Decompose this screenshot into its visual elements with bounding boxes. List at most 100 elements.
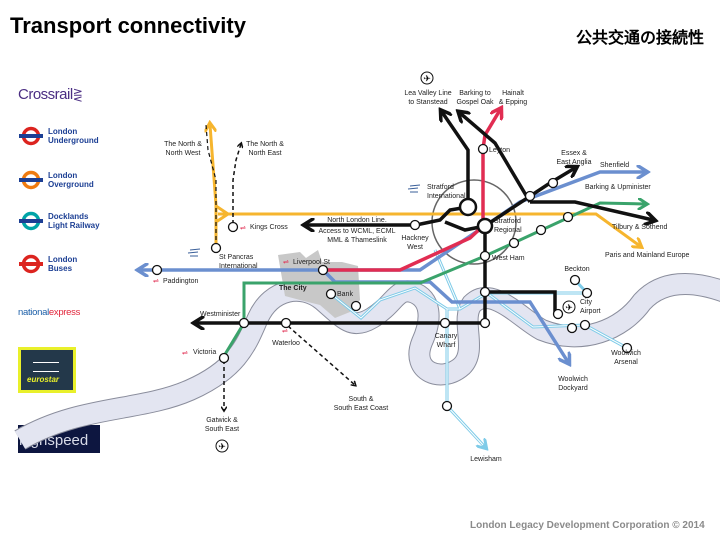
- node[interactable]: [562, 211, 574, 223]
- legend-buses-line2: Buses: [48, 264, 73, 273]
- node[interactable]: [535, 224, 547, 236]
- label-city-airport: Airport: [580, 308, 601, 315]
- label-bank: Bank: [337, 291, 353, 298]
- label-lewisham: Lewisham: [470, 456, 502, 463]
- label-hainalt: & Epping: [499, 99, 528, 106]
- label-the-city: The City: [279, 285, 307, 292]
- label-north-london-line: MML & Thameslink: [327, 237, 387, 244]
- national-text: national: [18, 307, 49, 318]
- label-north-london-line: North London Line.: [327, 217, 387, 224]
- label-tilbury: Tilbury & Sothend: [612, 224, 667, 231]
- liverpool-st-node[interactable]: [317, 264, 329, 276]
- label-barking: Barking & Upminister: [585, 184, 651, 191]
- slide-title-japanese: 公共交通の接続性: [575, 28, 704, 47]
- label-city-airport: City: [580, 299, 593, 306]
- label-beckton: Beckton: [564, 266, 589, 273]
- north-east-dashed: [232, 144, 241, 224]
- legend-national-express: nationalexpress: [18, 307, 80, 318]
- crossrail-logo: Crossrail: [18, 86, 73, 103]
- label-woolwich-dockyard: Woolwich: [558, 376, 588, 383]
- node[interactable]: [479, 286, 491, 298]
- national-rail-icon: ⇌: [182, 350, 188, 357]
- airplane-icon: ✈: [215, 439, 229, 453]
- label-stratford-international: Stratford: [427, 184, 454, 191]
- label-victoria: Victoria: [193, 349, 216, 356]
- woolwich-arsenal-node[interactable]: [621, 342, 633, 354]
- eurostar-swoosh-icon: [33, 362, 59, 372]
- label-woolwich-arsenal: Woolwich: [611, 350, 641, 357]
- label-hainalt: Hainalt: [502, 90, 524, 97]
- stratford-regional-node[interactable]: [476, 217, 494, 235]
- node[interactable]: [350, 300, 362, 312]
- label-woolwich-dockyard: Dockyard: [558, 385, 588, 392]
- legend-underground-line2: Underground: [48, 136, 99, 145]
- node[interactable]: [479, 317, 491, 329]
- eurostar-small-icon: [407, 184, 421, 193]
- overground-roundel-icon: [19, 170, 43, 190]
- node[interactable]: [566, 322, 578, 334]
- svg-text:✈: ✈: [218, 442, 226, 452]
- legend-buses-line1: London: [48, 255, 78, 264]
- kings-cross-node[interactable]: [227, 221, 239, 233]
- node[interactable]: [524, 190, 536, 202]
- express-text: express: [48, 307, 81, 318]
- label-st-pancras: St Pancras: [219, 254, 254, 261]
- national-rail-icon: ⇌: [283, 259, 289, 266]
- station-nodes: [151, 143, 633, 412]
- label-st-pancras: International: [219, 263, 258, 270]
- eurostar-small-icon: [187, 248, 201, 257]
- footer-copyright: London Legacy Development Corporation © …: [470, 520, 705, 531]
- node[interactable]: [552, 308, 564, 320]
- label-north-east: North East: [248, 150, 281, 157]
- label-lea-valley: Lea Valley Line: [404, 90, 451, 97]
- bank-node[interactable]: [325, 288, 337, 300]
- west-ham-node[interactable]: [479, 250, 491, 262]
- westminster-node[interactable]: [238, 317, 250, 329]
- airplane-icon: ✈: [562, 300, 576, 314]
- label-stratford-regional: Regional: [494, 227, 522, 234]
- label-liverpool-st: Liverpool St: [293, 259, 330, 266]
- canary-wharf-node[interactable]: [439, 317, 451, 329]
- beckton-node[interactable]: [569, 274, 581, 286]
- label-north-west: North West: [166, 150, 201, 157]
- hackney-west-node[interactable]: [409, 219, 421, 231]
- victoria-node[interactable]: [218, 352, 230, 364]
- st-pancras-node[interactable]: [210, 242, 222, 254]
- label-north-west: The North &: [164, 141, 202, 148]
- node[interactable]: [581, 287, 593, 299]
- eurostar-logo-text: eurostar: [27, 375, 60, 384]
- leyton-node[interactable]: [477, 143, 489, 155]
- label-leyton: Leyton: [489, 147, 510, 154]
- waterloo-node[interactable]: [280, 317, 292, 329]
- legend-eurostar: eurostar: [18, 347, 76, 393]
- label-paris: Paris and Mainland Europe: [605, 252, 690, 259]
- label-canary-wharf: Wharf: [437, 342, 456, 349]
- node[interactable]: [441, 400, 453, 412]
- svg-text:✈: ✈: [565, 303, 573, 313]
- label-paddington: Paddington: [163, 278, 199, 285]
- national-rail-icon: ⇌: [240, 225, 246, 232]
- node[interactable]: [579, 319, 591, 331]
- label-essex: Essex &: [561, 150, 587, 157]
- river-thames: [14, 274, 720, 449]
- label-woolwich-arsenal: Arsenal: [614, 359, 638, 366]
- national-rail-icon: ⇌: [153, 278, 159, 285]
- slide-title: Transport connectivity: [10, 13, 246, 38]
- label-waterloo: Waterloo: [272, 340, 300, 347]
- legend-underground-line1: London: [48, 127, 78, 136]
- node[interactable]: [547, 177, 559, 189]
- paddington-node[interactable]: [151, 264, 163, 276]
- node[interactable]: [508, 237, 520, 249]
- label-hackney-west: Hackney: [401, 235, 429, 242]
- label-gatwick: Gatwick &: [206, 417, 238, 424]
- waterloo-dashed: [287, 325, 355, 385]
- north-west-dashed: [205, 124, 217, 240]
- green-line: [222, 203, 645, 357]
- stratford-international-node[interactable]: [458, 197, 478, 217]
- label-gatwick: South East: [205, 426, 239, 433]
